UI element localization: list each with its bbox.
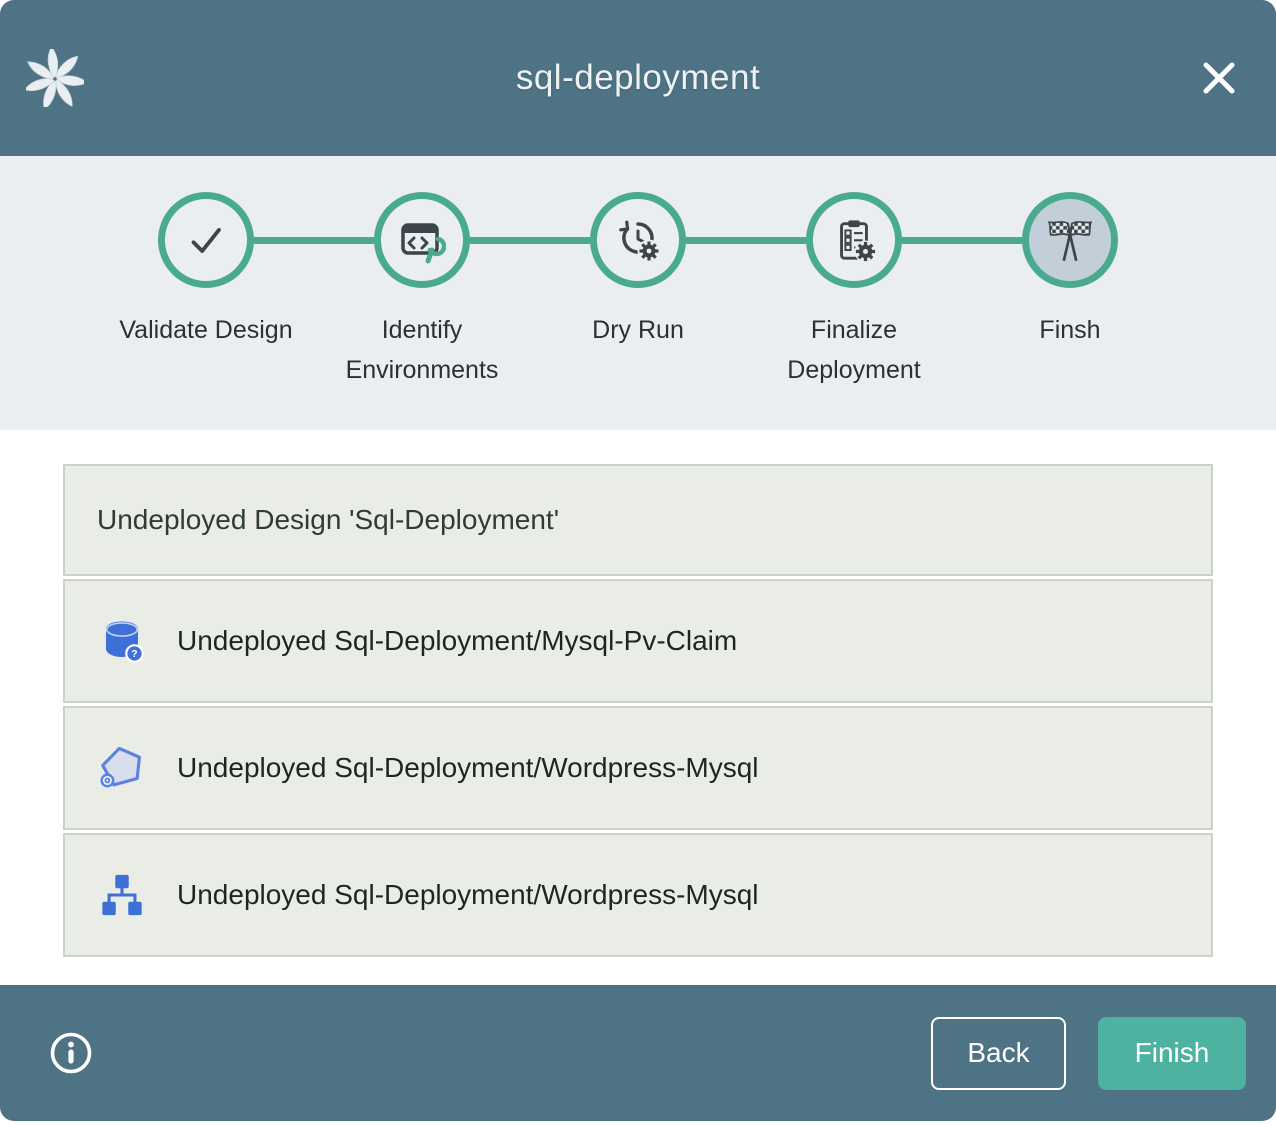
check-icon[interactable] — [158, 192, 254, 288]
hierarchy-icon — [97, 872, 147, 918]
step-label: Finsh — [1039, 316, 1101, 344]
wizard-stepper: Validate Design Identify Environments — [0, 156, 1276, 430]
finish-button[interactable]: Finish — [1098, 1016, 1246, 1090]
dry-run-history-gear-icon[interactable] — [590, 192, 686, 288]
deployment-status-list: Undeployed Design 'Sql-Deployment' ? Und… — [0, 430, 1276, 957]
svg-text:?: ? — [131, 648, 137, 660]
database-question-icon: ? — [97, 617, 147, 665]
step-connector — [902, 236, 1022, 244]
checkered-flags-icon[interactable] — [1022, 192, 1118, 288]
info-icon[interactable] — [48, 1030, 94, 1076]
step-label: Dry Run — [592, 316, 684, 344]
step-label: Finalize Deployment — [787, 316, 921, 384]
step-connector — [470, 236, 590, 244]
step-label: Validate Design — [119, 316, 293, 344]
list-item: Undeployed Sql-Deployment/Wordpress-Mysq… — [63, 833, 1213, 957]
list-item: ? Undeployed Sql-Deployment/Mysql-Pv-Cla… — [63, 579, 1213, 703]
dialog-header: sql-deployment — [0, 0, 1276, 156]
list-item-text: Undeployed Design 'Sql-Deployment' — [97, 504, 560, 535]
close-icon[interactable] — [1198, 57, 1240, 99]
list-item-text: Undeployed Sql-Deployment/Wordpress-Mysq… — [177, 879, 759, 910]
pentagon-component-icon — [97, 743, 147, 793]
dialog-title: sql-deployment — [515, 58, 761, 97]
step-finish: Finsh — [902, 192, 1178, 390]
code-configure-icon[interactable] — [374, 192, 470, 288]
step-dry-run: Dry Run — [470, 192, 746, 390]
step-connector — [686, 236, 806, 244]
list-item: Undeployed Design 'Sql-Deployment' — [63, 464, 1213, 576]
clipboard-checklist-gear-icon[interactable] — [806, 192, 902, 288]
step-validate-design: Validate Design — [98, 192, 314, 390]
step-finalize-deployment: Finalize Deployment — [686, 192, 962, 390]
back-button[interactable]: Back — [931, 1016, 1066, 1090]
list-item-text: Undeployed Sql-Deployment/Mysql-Pv-Claim — [177, 625, 738, 656]
dialog-footer: Back Finish — [0, 985, 1276, 1121]
list-item-text: Undeployed Sql-Deployment/Wordpress-Mysq… — [177, 752, 759, 783]
list-item: Undeployed Sql-Deployment/Wordpress-Mysq… — [63, 706, 1213, 830]
step-connector — [254, 236, 374, 244]
meshery-logo-icon — [26, 49, 110, 107]
step-label: Identify Environments — [345, 316, 499, 384]
step-identify-environments: Identify Environments — [254, 192, 530, 390]
